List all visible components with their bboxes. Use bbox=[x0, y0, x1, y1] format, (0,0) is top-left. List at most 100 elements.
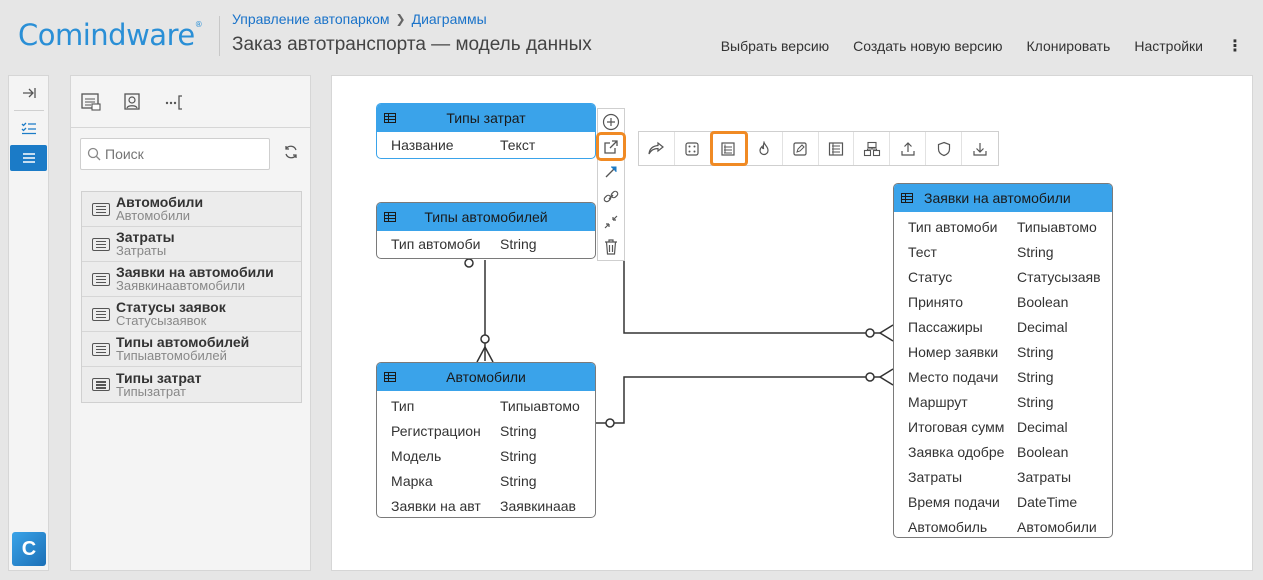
attribute-type: DateTime bbox=[1017, 493, 1078, 510]
hierarchy-icon[interactable] bbox=[854, 132, 891, 165]
account-tab-icon[interactable] bbox=[121, 91, 145, 113]
attribute-type: String bbox=[500, 447, 537, 464]
fire-icon[interactable] bbox=[747, 132, 783, 165]
attribute-type: String bbox=[500, 235, 537, 252]
attribute-type: String bbox=[500, 472, 537, 489]
entity-header[interactable]: Заявки на автомобили bbox=[894, 184, 1112, 212]
link-icon[interactable] bbox=[598, 184, 624, 209]
collapse-panel-icon[interactable] bbox=[10, 80, 47, 106]
shrink-icon[interactable] bbox=[598, 209, 624, 234]
create-version-button[interactable]: Создать новую версию bbox=[853, 38, 1003, 54]
table-view-icon[interactable] bbox=[819, 132, 855, 165]
checklist-icon[interactable] bbox=[10, 115, 47, 141]
entity-attribute-row[interactable]: Тип автомоби String bbox=[377, 231, 595, 256]
attribute-name: Тип автомоби bbox=[391, 235, 481, 252]
refresh-icon[interactable] bbox=[283, 144, 299, 165]
entity-attribute-row[interactable]: Марка String bbox=[377, 468, 595, 493]
comindware-logo[interactable]: Comindware® bbox=[18, 18, 203, 52]
dice-icon[interactable] bbox=[675, 132, 711, 165]
table-icon bbox=[901, 193, 913, 203]
attribute-name: Место подачи bbox=[908, 368, 999, 385]
attribute-name: Принято bbox=[908, 293, 964, 310]
attribute-name: Регистрацион bbox=[391, 422, 481, 439]
form-icon[interactable] bbox=[709, 131, 748, 166]
search-icon bbox=[87, 147, 101, 161]
left-rail: C bbox=[8, 75, 49, 571]
more-menu-icon[interactable]: ⋮ bbox=[1227, 38, 1243, 55]
list-item-subtitle: Статусызаявок bbox=[116, 313, 207, 328]
table-icon bbox=[384, 372, 396, 382]
search-input[interactable] bbox=[105, 146, 255, 162]
relationship-lines bbox=[464, 156, 894, 428]
chevron-right-icon: ❯ bbox=[395, 12, 406, 26]
attribute-name: Автомобиль bbox=[908, 518, 988, 535]
logo-registered-mark: ® bbox=[194, 20, 203, 29]
download-icon[interactable] bbox=[962, 132, 998, 165]
templates-tab-icon[interactable] bbox=[79, 91, 103, 113]
app-header: Comindware® Управление автопарком ❯ Диаг… bbox=[0, 0, 1263, 70]
entity-attribute-row[interactable]: Регистрацион String bbox=[377, 418, 595, 443]
entity-header[interactable]: Автомобили bbox=[377, 363, 595, 391]
list-item-subtitle: Типыавтомобилей bbox=[116, 348, 227, 363]
breadcrumb-item-fleet[interactable]: Управление автопарком bbox=[232, 11, 390, 27]
attribute-type: Decimal bbox=[1017, 318, 1068, 335]
attribute-type: Заявкинаав bbox=[500, 497, 576, 514]
upload-icon[interactable] bbox=[890, 132, 927, 165]
breadcrumb-item-diagrams[interactable]: Диаграммы bbox=[411, 11, 487, 27]
select-version-button[interactable]: Выбрать версию bbox=[720, 38, 830, 54]
attribute-type: String bbox=[500, 422, 537, 439]
comindware-app-icon[interactable]: C bbox=[12, 532, 46, 566]
attribute-name: Тип bbox=[391, 397, 415, 414]
entity-header[interactable]: Типы затрат bbox=[377, 104, 595, 132]
connect-arrow-icon[interactable] bbox=[598, 159, 624, 184]
attribute-type: String bbox=[1017, 243, 1054, 260]
breadcrumb: Управление автопарком ❯ Диаграммы bbox=[232, 11, 487, 27]
list-view-icon[interactable] bbox=[10, 145, 47, 171]
entity-attribute-row[interactable]: Время подачи DateTime bbox=[894, 489, 1112, 514]
settings-button[interactable]: Настройки bbox=[1134, 38, 1203, 54]
add-icon[interactable] bbox=[598, 109, 624, 134]
attribute-name: Затраты bbox=[908, 468, 963, 485]
share-icon[interactable] bbox=[639, 132, 675, 165]
entity-header[interactable]: Типы автомобилей bbox=[377, 203, 595, 231]
list-item-title: Статусы заявок bbox=[116, 299, 226, 315]
open-external-icon[interactable] bbox=[596, 132, 626, 161]
clone-button[interactable]: Клонировать bbox=[1026, 38, 1111, 54]
attribute-name: Время подачи bbox=[908, 493, 1000, 510]
table-icon bbox=[384, 212, 396, 222]
entity-car-types[interactable]: Типы автомобилей Тип автомоби String bbox=[376, 202, 596, 259]
more-tab-icon[interactable] bbox=[163, 91, 187, 113]
attribute-name: Марка bbox=[391, 472, 433, 489]
shield-icon[interactable] bbox=[926, 132, 963, 165]
trash-icon[interactable] bbox=[598, 234, 624, 259]
edit-icon[interactable] bbox=[783, 132, 819, 165]
